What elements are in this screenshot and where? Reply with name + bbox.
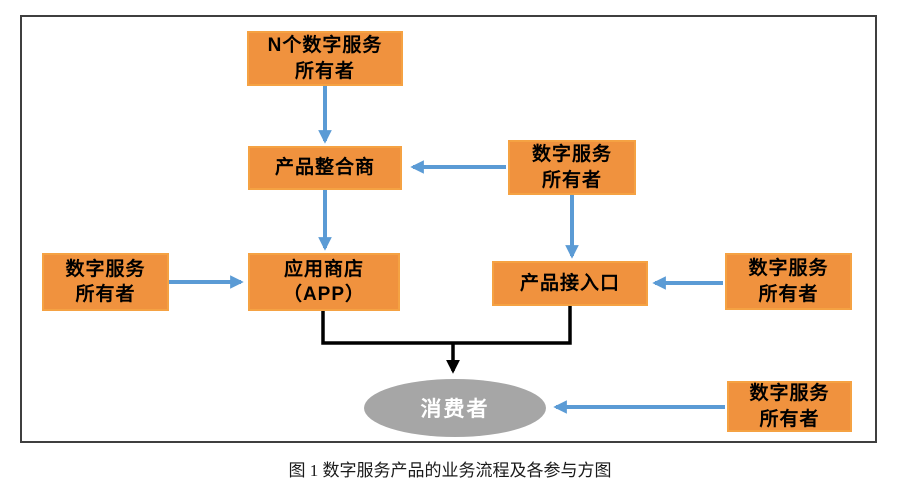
node-integrator: 产品整合商 <box>248 146 402 190</box>
node-right-owner: 数字服务 所有者 <box>725 253 852 310</box>
node-mid-owner-label: 数字服务 所有者 <box>531 144 612 191</box>
node-bottom-owner: 数字服务 所有者 <box>727 381 852 432</box>
node-bottom-owner-label: 数字服务 所有者 <box>749 383 830 430</box>
node-consumer-label: 消费者 <box>420 398 490 421</box>
node-app-store: 应用商店 （APP） <box>248 253 400 311</box>
node-access-port-label: 产品接入口 <box>519 272 620 294</box>
node-mid-owner: 数字服务 所有者 <box>508 140 636 195</box>
node-app-store-label: 应用商店 （APP） <box>282 258 366 305</box>
node-integrator-label: 产品整合商 <box>274 157 375 179</box>
figure-caption: 图 1 数字服务产品的业务流程及各参与方图 <box>288 461 612 480</box>
node-consumer: 消费者 <box>364 379 546 437</box>
node-right-owner-label: 数字服务 所有者 <box>748 258 829 305</box>
node-access-port: 产品接入口 <box>492 261 648 306</box>
node-top-owner: N个数字服务 所有者 <box>247 31 403 86</box>
node-left-owner: 数字服务 所有者 <box>42 253 169 311</box>
node-top-owner-label: N个数字服务 所有者 <box>267 35 383 82</box>
node-left-owner-label: 数字服务 所有者 <box>65 258 146 305</box>
